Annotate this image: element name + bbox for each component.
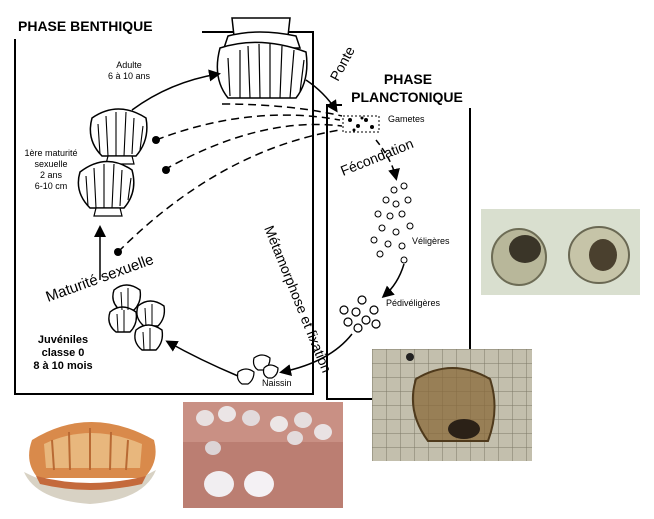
gametes-label: Gametes <box>388 114 425 124</box>
mature-scallop-icon <box>89 108 148 165</box>
pediveliger-larvae <box>339 295 381 333</box>
adult-label-1: Adulte <box>116 60 142 70</box>
metamorphosis-label: Métamorphose et fixation <box>261 223 335 375</box>
benthic-phase-title: PHASE BENTHIQUE <box>18 18 153 34</box>
adult-label-2: 6 à 10 ans <box>107 71 151 81</box>
adult-scallop-icon <box>216 17 308 99</box>
spat-photo <box>183 402 343 508</box>
gametes-cluster <box>342 115 380 133</box>
first-maturity-label-4: 6-10 cm <box>34 181 68 191</box>
pediveliger-photo <box>372 349 532 461</box>
planktonic-phase-title-2: PLANCTONIQUE <box>351 89 463 105</box>
veligers-label: Véligères <box>412 236 450 246</box>
spat-icon <box>236 354 279 385</box>
first-maturity-label-3: 2 ans <box>39 170 63 180</box>
spawning-dots <box>114 136 170 256</box>
young-mature-scallop-icon <box>77 160 135 217</box>
spat-label: Naissin <box>262 378 292 388</box>
juveniles-label-1: Juvéniles <box>37 334 89 346</box>
first-maturity-label-2: sexuelle <box>34 159 68 169</box>
scallop-photo <box>14 410 166 506</box>
juvenile-scallops-icon <box>108 284 166 351</box>
veliger-larvae <box>370 182 414 264</box>
larvae-photo <box>481 209 640 295</box>
juveniles-label-3: 8 à 10 mois <box>33 360 93 372</box>
pediveligers-label: Pédivéligères <box>386 298 441 308</box>
cycle-arrows <box>94 69 405 377</box>
juveniles-label-2: classe 0 <box>41 347 85 359</box>
planktonic-phase-title-1: PHASE <box>383 71 433 87</box>
first-maturity-label-1: 1ère maturité <box>24 148 78 158</box>
